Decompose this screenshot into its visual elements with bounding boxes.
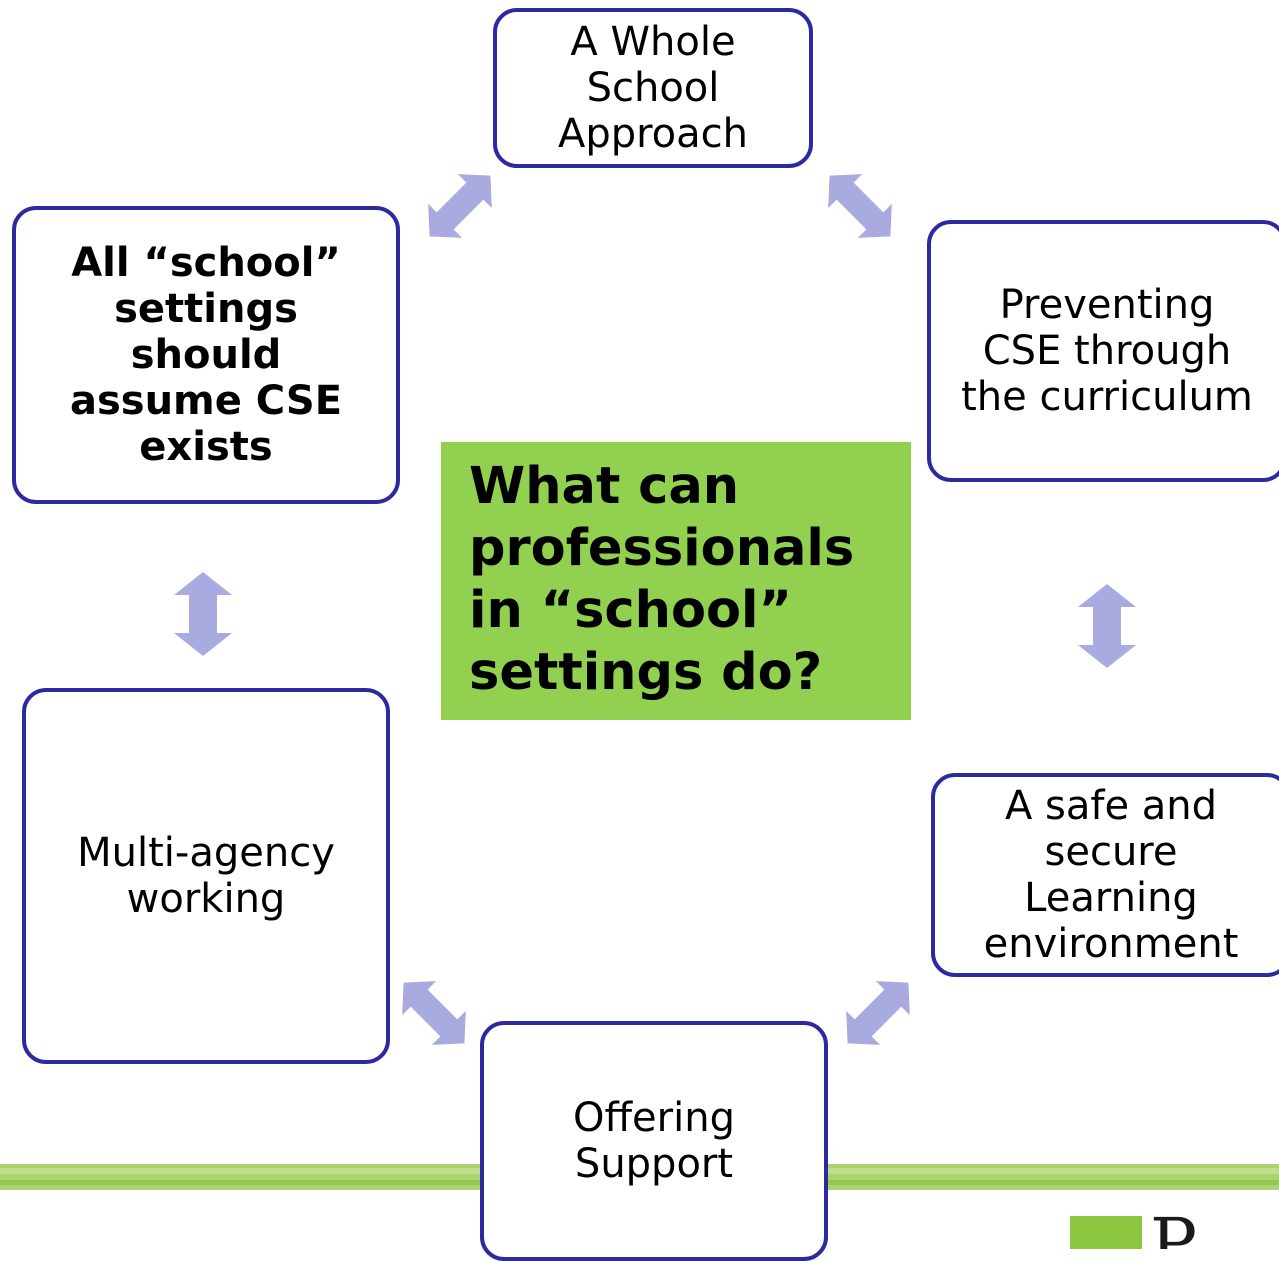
node-label: A Whole School Approach <box>557 19 749 157</box>
node-label: All “school” settings should assume CSE … <box>69 240 343 470</box>
node-assume-cse-exists: All “school” settings should assume CSE … <box>12 206 400 504</box>
logo: P <box>1070 1210 1279 1249</box>
logo-mark: P <box>1070 1210 1197 1249</box>
center-question-text: What can professionals in “school” setti… <box>469 457 855 702</box>
node-label: Offering Support <box>573 1095 735 1187</box>
center-question: What can professionals in “school” setti… <box>441 442 911 720</box>
logo-letter: P <box>1150 1210 1197 1249</box>
arrow-whole-to-preventing <box>828 174 892 238</box>
node-label: Multi-agency working <box>77 830 335 922</box>
arrow-preventing-to-safe <box>1078 584 1136 668</box>
arrow-whole-to-assume <box>428 174 492 238</box>
node-preventing-cse: Preventing CSE through the curriculum <box>927 220 1279 482</box>
node-multi-agency-working: Multi-agency working <box>22 688 390 1064</box>
node-whole-school-approach: A Whole School Approach <box>493 8 813 168</box>
arrow-support-to-safe <box>846 981 910 1045</box>
node-safe-learning-environment: A safe and secure Learning environment <box>931 773 1279 977</box>
arrow-assume-to-multi <box>174 572 232 656</box>
node-label: Preventing CSE through the curriculum <box>961 282 1253 420</box>
arrow-multi-to-support <box>402 981 466 1045</box>
node-label: A safe and secure Learning environment <box>983 783 1239 967</box>
node-offering-support: Offering Support <box>480 1021 828 1261</box>
